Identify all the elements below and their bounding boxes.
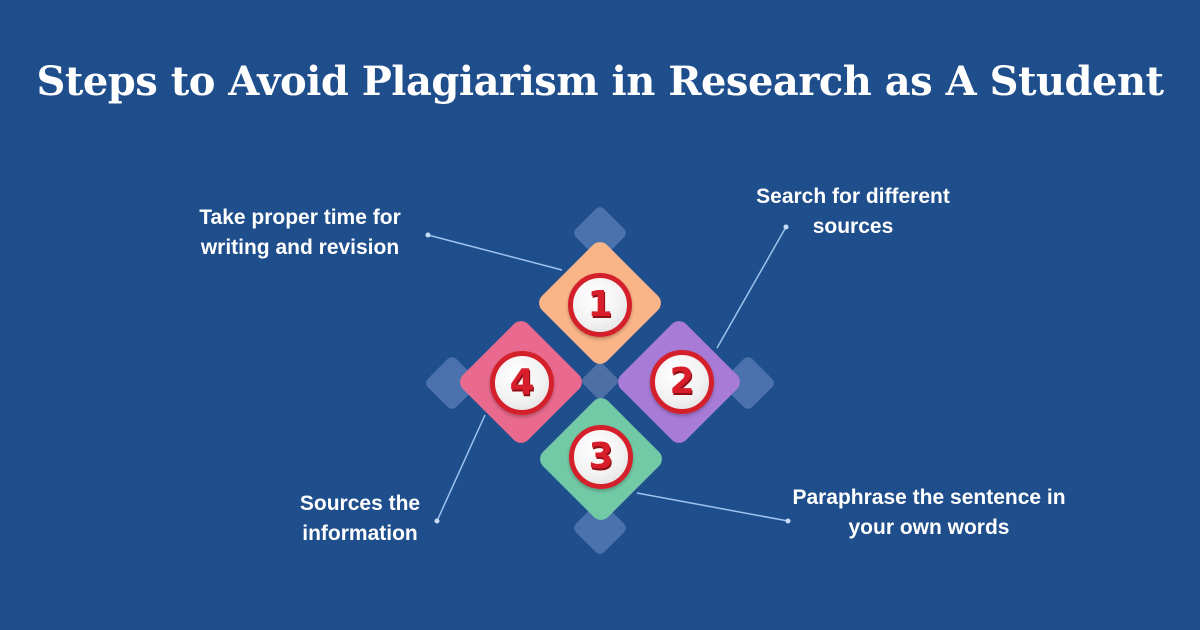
step-2-label-line-1: Search for different — [756, 185, 950, 208]
connector-dot-step-3 — [785, 518, 791, 524]
step-2-label: Search for different sources — [756, 182, 950, 242]
step-4-number-badge: 4 — [490, 351, 554, 415]
step-2-number-badge: 2 — [650, 350, 714, 414]
step-3-label-line-1: Paraphrase the sentence in — [792, 486, 1066, 509]
step-3-number: 3 — [588, 436, 614, 477]
connector-line-step-3 — [636, 492, 789, 522]
step-1-number-badge: 1 — [568, 273, 632, 337]
connector-dot-step-2 — [783, 224, 789, 230]
connector-dot-step-4 — [434, 518, 440, 524]
step-2-number: 2 — [669, 361, 695, 402]
step-1-label-line-2: writing and revision — [200, 236, 400, 259]
step-4-label-line-1: Sources the — [299, 492, 421, 515]
step-4-number: 4 — [509, 362, 535, 403]
step-1-label-line-1: Take proper time for — [199, 206, 401, 229]
connector-dot-step-1 — [425, 232, 431, 238]
step-4-label-line-2: information — [302, 522, 418, 545]
connector-line-step-4 — [436, 414, 486, 522]
step-1-label: Take proper time for writing and revisio… — [199, 203, 401, 263]
step-3-label: Paraphrase the sentence in your own word… — [792, 483, 1065, 543]
connector-line-step-1 — [427, 234, 563, 271]
step-1-number: 1 — [587, 284, 613, 325]
connector-line-step-2 — [716, 226, 787, 349]
step-3-number-badge: 3 — [569, 425, 633, 489]
step-2-label-line-2: sources — [812, 215, 894, 238]
page-title: Steps to Avoid Plagiarism in Research as… — [36, 58, 1164, 105]
step-3-label-line-2: your own words — [848, 516, 1010, 539]
step-4-label: Sources the information — [300, 489, 420, 549]
